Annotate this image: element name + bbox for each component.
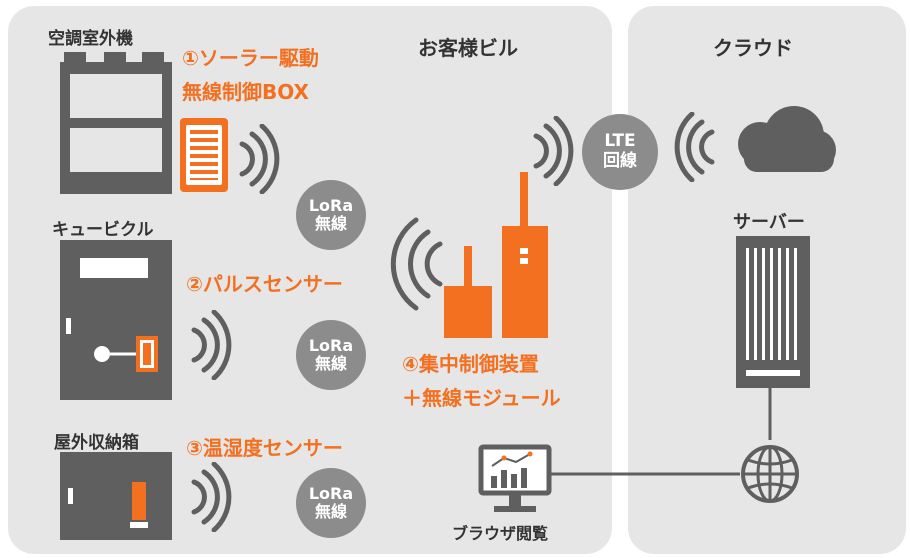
lora-badge: LoRa 無線 (296, 468, 366, 538)
central-controller-icon (444, 172, 548, 338)
ac-outdoor-unit (60, 52, 172, 194)
server-icon (736, 236, 810, 388)
cloud-label: クラウド (713, 36, 793, 60)
browser-label: ブラウザ閲覧 (452, 524, 549, 543)
lora-badge-line1: LoRa (308, 195, 354, 215)
lora-badge: LoRa 無線 (296, 180, 366, 250)
outdoor-cabinet-unit (60, 452, 172, 540)
solar-box-label-line1: ①ソーラー駆動 (182, 46, 319, 70)
ac-outdoor-unit-label: 空調室外機 (48, 29, 133, 49)
customer-building-label: お客様ビル (418, 36, 518, 60)
controller-label-line2: ＋無線モジュール (402, 386, 561, 410)
lora-badge-line1: LoRa (308, 483, 354, 503)
server-label: サーバー (733, 212, 805, 233)
lora-badge-line2: 無線 (314, 354, 347, 373)
pulse-sensor-icon (94, 336, 158, 372)
wireless-wave-icon (674, 112, 715, 182)
wireless-wave-icon (239, 124, 280, 194)
controller-label-line1: ④集中制御装置 (402, 352, 539, 376)
solar-box-label-line2: 無線制御BOX (182, 80, 309, 104)
lte-badge-line1: LTE (604, 131, 636, 152)
wireless-wave-icon (191, 462, 232, 532)
outdoor-cabinet-label: 屋外収納箱 (54, 433, 139, 453)
globe-icon (741, 445, 799, 503)
lora-badge-line2: 無線 (314, 502, 347, 521)
wireless-wave-icon (390, 217, 443, 311)
lora-badge-line2: 無線 (314, 214, 347, 233)
pulse-sensor-label: ②パルスセンサー (186, 272, 343, 296)
lora-badge: LoRa 無線 (296, 320, 366, 390)
monitor-chart-icon (478, 444, 552, 512)
lte-badge: LTE 回線 (582, 114, 658, 190)
lte-badge-line2: 回線 (603, 151, 637, 171)
cubicle-label: キュービクル (52, 220, 154, 240)
wireless-wave-icon (533, 116, 574, 186)
cubicle-unit (60, 240, 172, 400)
solar-control-box-icon (180, 118, 228, 192)
cloud-icon (738, 106, 836, 172)
temp-humidity-sensor-label: ③温湿度センサー (186, 436, 343, 460)
temperature-humidity-sensor-icon (132, 482, 146, 520)
lora-badge-line1: LoRa (308, 335, 354, 355)
wireless-wave-icon (191, 310, 232, 380)
